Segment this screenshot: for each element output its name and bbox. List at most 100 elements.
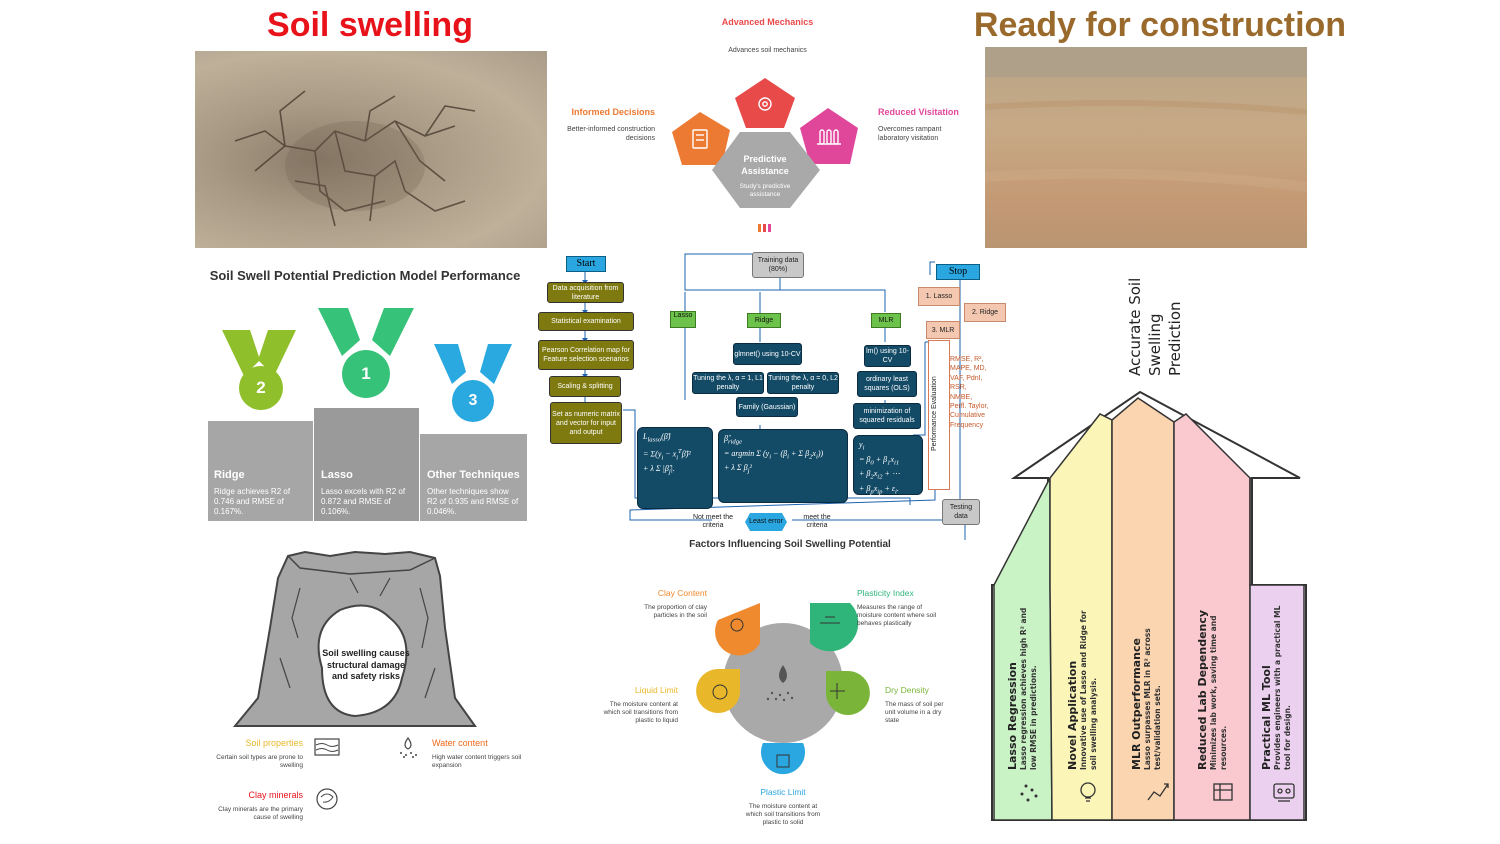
informed-decisions-desc: Better-informed construction decisions: [567, 126, 655, 142]
medal-rank-2: 2: [239, 366, 283, 410]
plasticity-index-desc: Measures the range of moisture content w…: [857, 604, 937, 627]
ridge-equation-box: β̂ridge = argmin Σ (yi − (βi + Σ β2xi)) …: [718, 429, 848, 503]
plasticity-icon: [820, 616, 840, 624]
model-lasso-label: Lasso: [670, 311, 696, 328]
dry-density-desc: The mass of soil per unit volume in a dr…: [885, 701, 944, 724]
plastic-limit-title: Plastic Limit: [760, 787, 806, 797]
step-pearson-correlation: Pearson Correlation map for Feature sele…: [538, 340, 634, 370]
meet-criteria-label: meet the criteria: [803, 514, 831, 529]
pillar-novel-desc-2: soil swelling analysis.: [1089, 677, 1098, 770]
pillar-lab-desc-2: resources.: [1219, 725, 1228, 770]
medal-rank-3: 3: [452, 380, 494, 422]
soil-properties-title: Soil properties: [245, 738, 303, 748]
pillar-mlr-desc-1: Lasso surpasses MLR in R² across: [1143, 628, 1152, 770]
pillar-mlr-bg: [1111, 397, 1175, 821]
ols-node: ordinary least squares (OLS): [857, 371, 917, 397]
arrow-title-anchor: Accurate Soil Swelling Prediction: [1125, 278, 1205, 392]
title-soil-swelling: Soil swelling: [267, 6, 473, 44]
arrow-title: Accurate Soil Swelling Prediction: [1126, 277, 1184, 376]
pillar-mlr-text: MLR Outperformance Lasso surpasses MLR i…: [1130, 628, 1163, 770]
informed-decisions-title: Informed Decisions: [571, 107, 655, 117]
factors-diagram: [696, 603, 870, 775]
other-name: Other Techniques: [427, 469, 520, 481]
metrics-list: RMSE, R², MAPE, MD, VAF, PdnI, RSR, NMBE…: [950, 356, 989, 429]
model-ridge-label: Ridge: [747, 313, 781, 328]
document-icon: [692, 129, 708, 149]
glmnet-node: glmnet() using 10-CV: [733, 343, 802, 365]
pillar-tool-bg: [1249, 584, 1305, 821]
medal-rank-1: 1: [342, 350, 390, 398]
pillar-novel-title: Novel Application: [1066, 660, 1079, 770]
lab-bench-icon: [1213, 783, 1233, 801]
advanced-mechanics-title: Advanced Mechanics: [721, 17, 814, 27]
rank-1-lasso: 1. Lasso: [918, 287, 960, 306]
step-statistical-examination: Statistical examination: [538, 312, 634, 331]
soil-properties-desc: Certain soil types are prone to swelling: [216, 754, 303, 769]
predictive-assistance-desc: Study's predictive assistance: [739, 183, 791, 198]
performance-evaluation-box: Performance Evaluation: [928, 340, 950, 490]
cracked-soil-photo: [195, 51, 547, 248]
clay-content-pin: [715, 603, 760, 656]
density-icon: [830, 683, 845, 699]
step-numeric-matrix: Set as numeric matrix and vector for inp…: [550, 402, 622, 444]
reduced-visitation-pentagon: [800, 108, 858, 164]
pillar-lab-title: Reduced Lab Dependency: [1196, 609, 1209, 770]
lasso-equation-box: Llasso(β̂) = Σ(yi − xiTβ̂)² + λ Σ |β̂j|.: [637, 427, 713, 509]
lightbulb-gear-icon: [1080, 782, 1096, 802]
water-content-desc: High water content triggers soil expansi…: [432, 754, 522, 769]
ridge-desc: Ridge achieves R2 of 0.746 and RMSE of 0…: [214, 487, 291, 516]
podium-other: [420, 434, 527, 521]
podium-lasso: [314, 408, 419, 521]
informed-decisions-pentagon: [672, 112, 730, 165]
pillar-lasso-text: Lasso Regression Lasso regression achiev…: [1006, 608, 1039, 770]
clay-content-desc: The proportion of clay particles in the …: [644, 604, 707, 619]
soil-layers-icon: [314, 738, 340, 756]
pillar-novel-desc-1: Innovative use of Lasso and Ridge for: [1079, 610, 1088, 770]
pillar-lasso-title: Lasso Regression: [1006, 662, 1019, 770]
family-gaussian-node: Family (Gaussian): [736, 397, 798, 417]
leveled-ground-photo: [985, 47, 1307, 248]
minimization-node: minimization of squared residuals: [853, 403, 921, 429]
water-content-title: Water content: [432, 738, 488, 748]
medal-ribbons: [222, 308, 512, 384]
damage-center-text: Soil swelling causes structural damage a…: [322, 648, 410, 681]
dry-density-pin: [826, 671, 870, 715]
lasso-name: Lasso: [321, 469, 353, 481]
plastic-limit-desc: The moisture content at which soil trans…: [745, 803, 821, 826]
step-scaling-splitting: Scaling & splitting: [549, 376, 621, 397]
water-drop-icon: [400, 737, 417, 758]
clay-mineral-icon: [316, 788, 338, 810]
title-ready-for-construction: Ready for construction: [973, 6, 1347, 44]
performance-title: Soil Swell Potential Prediction Model Pe…: [209, 268, 521, 283]
model-mlr-label: MLR: [871, 313, 901, 328]
mlr-equation-box: yi = β0 + β1xi1 + β2xi2 + ⋯ + βpxip + εi…: [853, 435, 923, 495]
performance-evaluation-label: Performance Evaluation: [931, 376, 938, 451]
clay-minerals-title: Clay minerals: [248, 790, 303, 800]
scatter-dots-icon: [1020, 784, 1038, 802]
pillar-tool-text: Practical ML Tool Provides engineers wit…: [1260, 606, 1293, 770]
pillar-lab-bg: [1173, 413, 1251, 821]
pillar-icons: [1020, 782, 1295, 802]
pillar-tool-title: Practical ML Tool: [1260, 665, 1273, 770]
reduced-visitation-title: Reduced Visitation: [878, 107, 959, 117]
training-data-node: Training data (80%): [752, 252, 804, 278]
pillar-lasso-desc-1: Lasso regression achieves high R² and: [1019, 607, 1028, 770]
benefits-cluster: [672, 78, 858, 232]
rank-2-ridge: 2. Ridge: [964, 303, 1006, 322]
other-desc: Other techniques show R2 of 0.935 and RM…: [427, 487, 519, 516]
pillar-tool-desc-1: Provides engineers with a practical ML: [1273, 605, 1282, 770]
ml-tool-icon: [1273, 783, 1295, 802]
liquid-limit-title: Liquid Limit: [635, 685, 678, 695]
predictive-assistance-hexagon: [712, 132, 820, 208]
step-data-acquisition: Data acquisition from literature: [547, 282, 624, 303]
gear-icon: [758, 97, 772, 111]
podium-ridge: [208, 421, 313, 521]
liquid-limit-desc: The moisture content at which soil trans…: [603, 701, 678, 724]
reduced-visitation-desc: Overcomes rampant laboratory visitation: [878, 126, 942, 142]
pillar-lasso-desc-2: low RMSE in predictions.: [1029, 665, 1038, 770]
pillar-mlr-title: MLR Outperformance: [1130, 638, 1143, 770]
trend-arrow-icon: [1147, 783, 1169, 801]
rock-arch-illustration: [232, 550, 477, 727]
stop-node: Stop: [936, 264, 980, 280]
plasticity-index-title: Plasticity Index: [857, 588, 914, 598]
